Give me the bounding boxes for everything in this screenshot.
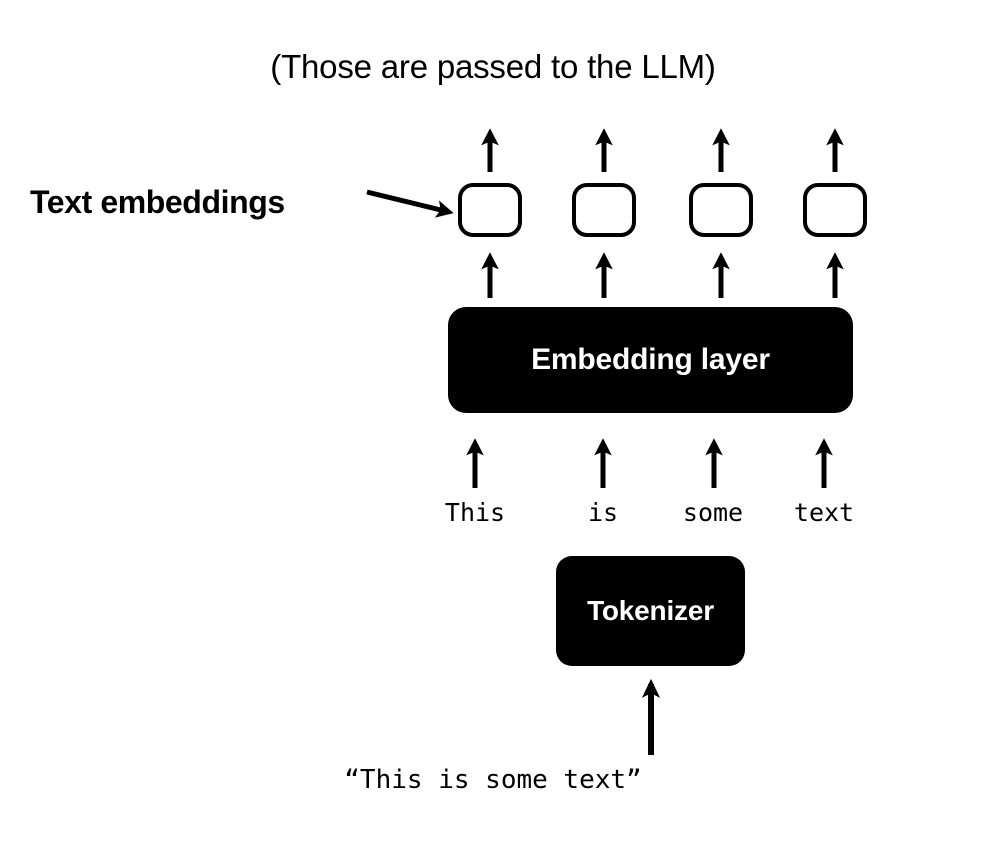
token-label-3: some [682, 498, 744, 527]
input-string-label: “This is some text” [344, 765, 642, 795]
embedding-box-1 [458, 183, 522, 237]
embedding-box-3 [689, 183, 753, 237]
token-label-1: This [444, 498, 506, 527]
annotation-arrow [366, 189, 454, 218]
embedding-layer-block: Embedding layer [448, 307, 853, 413]
tokenizer-block: Tokenizer [556, 556, 745, 666]
token-label-2: is [587, 498, 619, 527]
token-label-4: text [793, 498, 855, 527]
embedding-box-2 [572, 183, 636, 237]
text-embeddings-label: Text embeddings [30, 184, 285, 220]
embedding-box-4 [803, 183, 867, 237]
page-title: (Those are passed to the LLM) [270, 48, 716, 85]
